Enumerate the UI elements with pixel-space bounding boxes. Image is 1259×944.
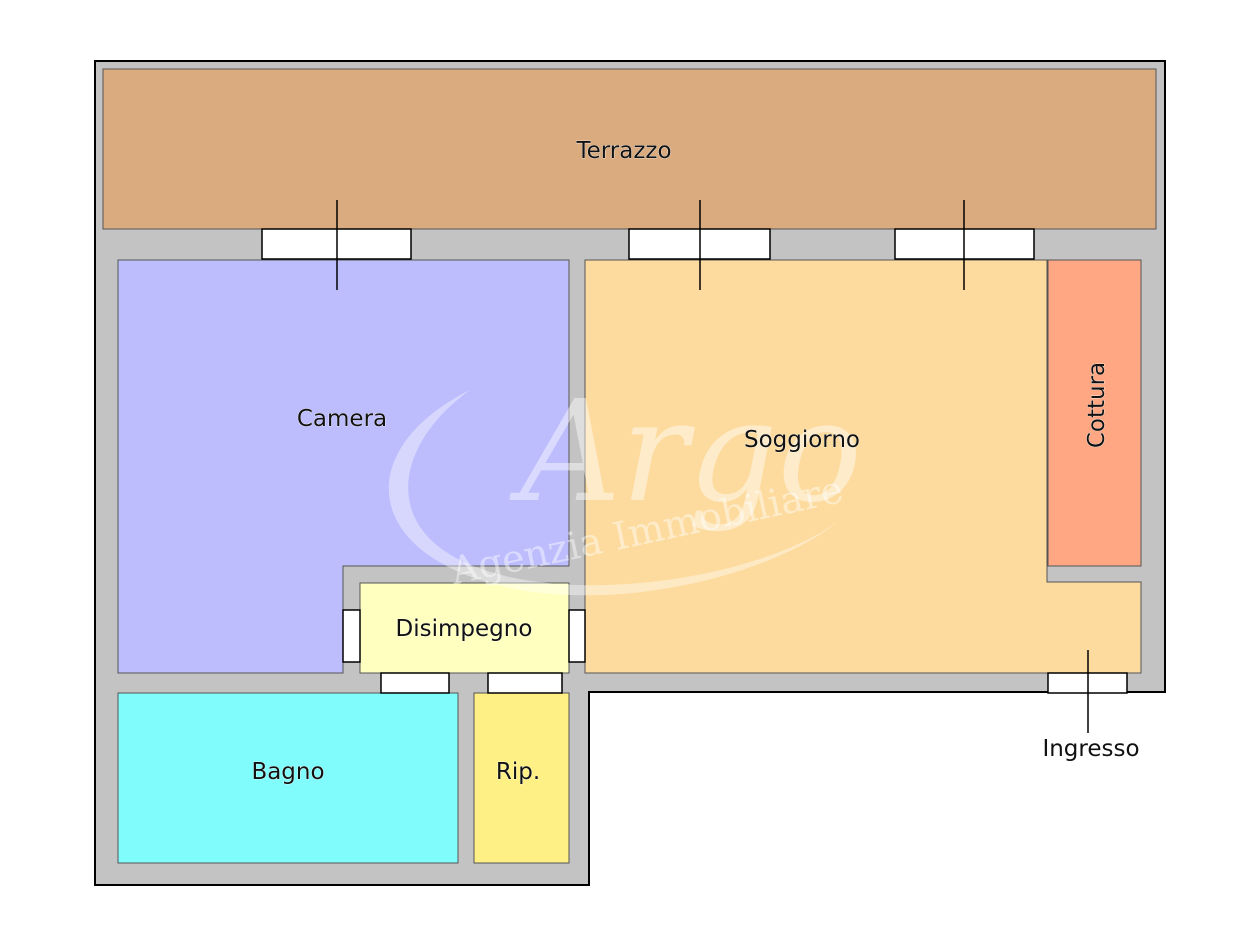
room-soggiorno [584, 259, 1142, 674]
label-camera: Camera [297, 406, 387, 432]
watermark-logo-text: Argo [509, 371, 862, 534]
label-cottura: Cottura [1084, 362, 1110, 448]
door [568, 609, 586, 663]
room-bagno [117, 692, 459, 864]
room-terrazzo [102, 68, 1157, 230]
door [380, 672, 450, 694]
label-ripostiglio: Rip. [496, 759, 540, 785]
label-soggiorno: Soggiorno [744, 427, 860, 453]
label-disimpegno: Disimpegno [396, 616, 533, 642]
room-disimpegno [359, 582, 570, 674]
room-cottura [1047, 259, 1142, 567]
label-ingresso: Ingresso [1042, 736, 1139, 762]
door [487, 672, 563, 694]
door [342, 609, 361, 663]
room-camera [117, 259, 570, 674]
label-terrazzo: Terrazzo [575, 138, 671, 164]
label-bagno: Bagno [251, 759, 324, 785]
